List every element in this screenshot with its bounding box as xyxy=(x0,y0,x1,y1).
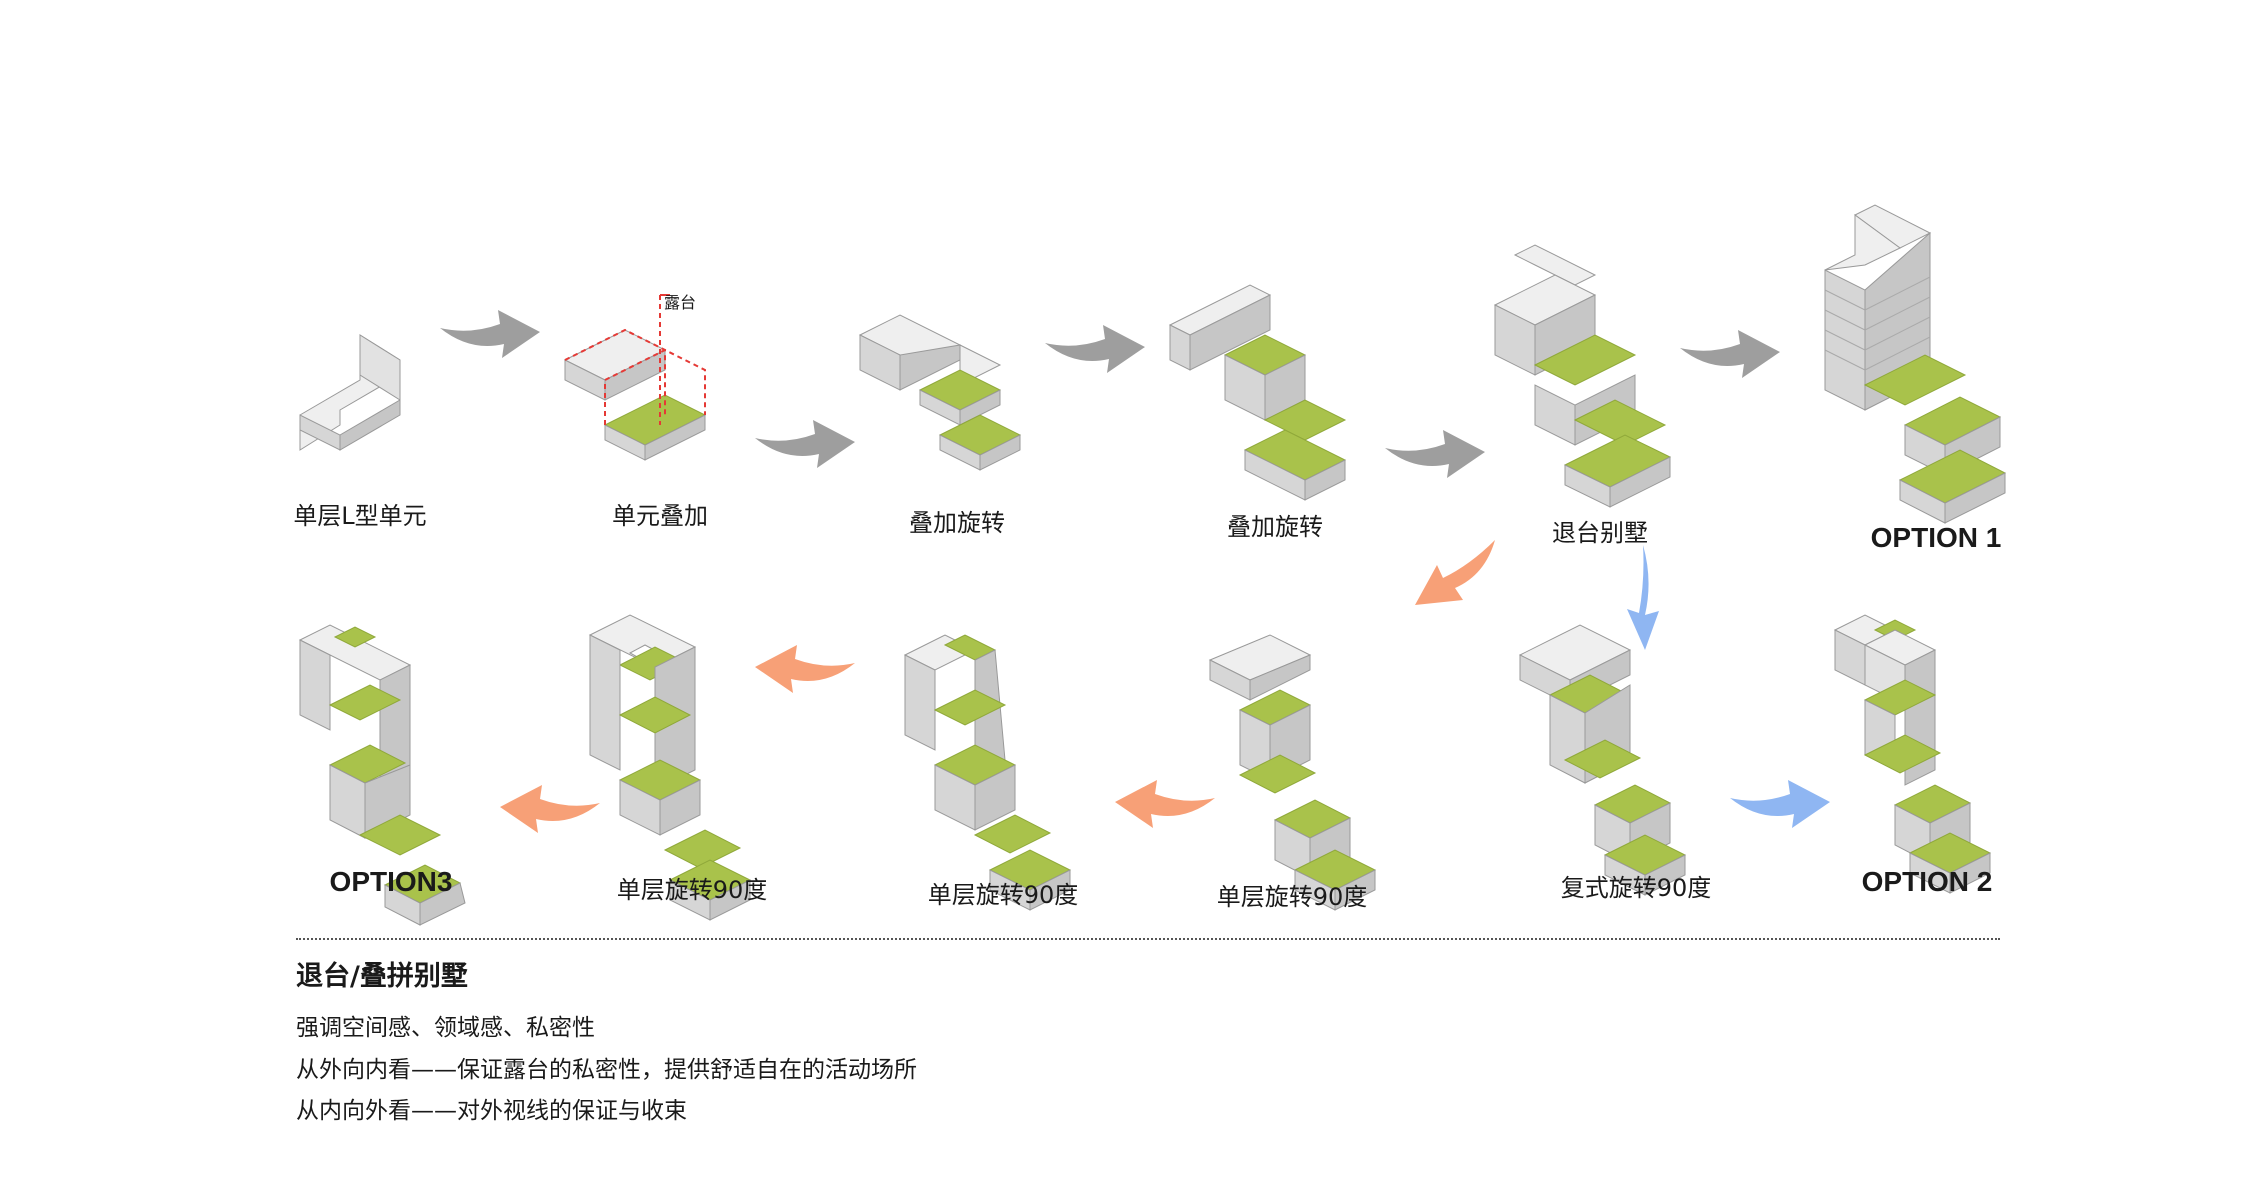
diagram-single-rotate-b xyxy=(903,634,1072,911)
label-option-2: OPTION 2 xyxy=(1861,866,1993,897)
label-single-rotate-b: 单层旋转90度 xyxy=(927,881,1079,909)
arrow-gray-3 xyxy=(1045,325,1145,373)
diagram-single-rotate-c xyxy=(1208,634,1377,911)
arrow-orange-diagonal xyxy=(1415,540,1495,605)
label-duplex-rotate: 复式旋转90度 xyxy=(1560,874,1712,902)
arrow-gray-1 xyxy=(440,310,540,358)
arrow-gray-2 xyxy=(755,420,855,468)
arrow-blue-down xyxy=(1627,545,1659,650)
arrow-orange-left-3 xyxy=(1115,780,1215,828)
label-single-rotate-a: 单层旋转90度 xyxy=(616,876,768,904)
label-stack-rotate-1: 叠加旋转 xyxy=(909,509,1005,537)
label-unit-stacking: 单元叠加 xyxy=(612,502,708,530)
label-single-l-unit: 单层L型单元 xyxy=(293,502,427,530)
description-line-1: 强调空间感、领域感、私密性 xyxy=(296,1015,595,1041)
label-option-1: OPTION 1 xyxy=(1870,522,2002,553)
arrow-orange-left-1 xyxy=(755,645,855,693)
diagram-single-rotate-a xyxy=(588,614,752,921)
diagram-stack-rotate-2 xyxy=(1168,284,1347,501)
dotted-divider xyxy=(296,938,2000,940)
label-single-rotate-c: 单层旋转90度 xyxy=(1216,883,1368,911)
diagram-single-l-unit xyxy=(299,334,401,451)
diagram-unit-stacking xyxy=(563,294,707,461)
arrow-orange-left-2 xyxy=(500,785,600,833)
diagram-option-3 xyxy=(298,624,466,926)
section-heading: 退台/叠拼别墅 xyxy=(296,961,468,992)
label-stack-rotate-2: 叠加旋转 xyxy=(1227,513,1323,541)
terrace-annotation: 露台 xyxy=(663,293,697,312)
diagram-stack-rotate-1 xyxy=(858,314,1022,471)
label-option-3: OPTION3 xyxy=(329,866,453,897)
arrow-gray-4 xyxy=(1385,430,1485,478)
diagram-terraced-villa xyxy=(1493,244,1672,508)
arrow-gray-5 xyxy=(1680,330,1780,378)
description-line-3: 从内向外看——对外视线的保证与收束 xyxy=(296,1098,687,1124)
diagram-option-2 xyxy=(1833,614,1992,894)
label-terraced-villa: 退台别墅 xyxy=(1552,519,1648,547)
diagram-duplex-rotate xyxy=(1518,624,1687,896)
arrow-blue-right xyxy=(1730,780,1830,828)
diagram-option-1 xyxy=(1824,204,2007,524)
description-line-2: 从外向内看——保证露台的私密性，提供舒适自在的活动场所 xyxy=(296,1057,917,1083)
